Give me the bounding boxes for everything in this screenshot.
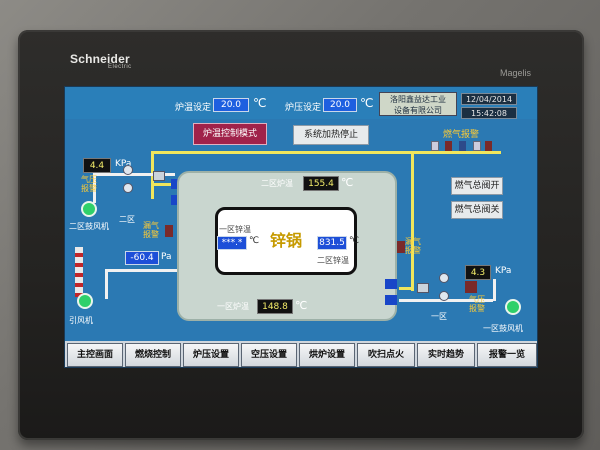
company-line-1: 洛阳鑫益达工业 [390, 95, 446, 104]
exhaust-pipe [105, 269, 177, 272]
furnace-setpoint-input[interactable]: 20.0 [213, 98, 249, 112]
top-bar [65, 87, 537, 119]
gas-valve-group [431, 139, 495, 153]
zone2-furnace-temp-label: 二区炉温 [261, 179, 293, 188]
zone2-furnace-temp-unit: ℃ [341, 176, 354, 189]
furnace-setpoint-unit: ℃ [253, 96, 267, 110]
nav-oven-drying-setting[interactable]: 烘炉设置 [299, 343, 355, 367]
zone2-pressure-value: 4.4 [83, 158, 111, 173]
zone1-gauge-icon [439, 291, 449, 301]
zone1-burner-icon [385, 295, 397, 305]
zone1-leak-alarm: 漏气报警 [405, 237, 421, 255]
zone1-blower-fan-icon [505, 299, 521, 315]
exhaust-pipe-vert [105, 269, 108, 299]
zone1-pressure-indicator-icon [465, 281, 477, 293]
zone1-burner-icon [385, 279, 397, 289]
gas-main-valve-open-button[interactable]: 燃气总阀开 [451, 177, 503, 195]
zone2-pressure-unit: KPa [115, 159, 132, 169]
gas-pipe-left-feed [151, 183, 175, 186]
gas-pipe-right-down [411, 151, 414, 291]
furnace-setpoint-label: 炉温设定 [175, 103, 212, 113]
zone1-pressure-unit: KPa [495, 266, 512, 276]
hmi-screen: 炉温设定 20.0 ℃ 炉压设定 20.0 ℃ 洛阳鑫益达工业 设备有限公司 1… [64, 86, 538, 368]
zone2-gauge-icon [123, 183, 133, 193]
gas-alarm-label: 燃气报警 [443, 130, 480, 140]
air-pipe-zone2 [93, 173, 175, 176]
pressure-setpoint-input[interactable]: 20.0 [323, 98, 357, 112]
nav-furnace-pressure-setting[interactable]: 炉压设置 [183, 343, 239, 367]
zone1-furnace-temp-label: 一区炉温 [217, 302, 249, 311]
gas-valve-icon [445, 141, 452, 151]
zone1-label: 一区 [431, 312, 447, 321]
furnace-control-mode-button[interactable]: 炉温控制模式 [193, 123, 267, 145]
gas-pipe-right-feed [399, 287, 413, 290]
time-display: 15:42:08 [461, 107, 517, 119]
zone2-furnace-temp-value: 155.4 [303, 176, 339, 191]
zone1-furnace-temp-unit: ℃ [295, 299, 308, 312]
nav-purge-ignition[interactable]: 吹扫点火 [357, 343, 415, 367]
zone1-zinc-temp-label: 一区锌温 [219, 225, 251, 234]
zone1-valve-icon [417, 283, 429, 293]
zone2-blower-fan-icon [81, 201, 97, 217]
zone2-leak-indicator-icon [165, 225, 173, 237]
zone1-leak-indicator-icon [397, 241, 405, 253]
gas-main-valve-close-button[interactable]: 燃气总阀关 [451, 201, 503, 219]
zone2-zinc-temp-label: 二区锌温 [317, 256, 349, 265]
zone1-blower-label: 一区鼓风机 [483, 324, 523, 333]
pressure-setpoint-unit: ℃ [360, 96, 374, 110]
induced-fan-pressure-value: -60.4 [125, 251, 159, 265]
zone1-pressure-alarm: 气压报警 [469, 295, 485, 313]
company-name-box: 洛阳鑫益达工业 设备有限公司 [379, 92, 457, 116]
date-display: 12/04/2014 [461, 93, 517, 105]
zinc-pot-label: 锌锅 [270, 231, 303, 250]
chimney-icon [75, 247, 83, 297]
gas-valve-icon [431, 141, 439, 151]
model-label: Magelis [500, 68, 532, 78]
zone1-pressure-value: 4.3 [465, 265, 491, 280]
pressure-setpoint-label: 炉压设定 [285, 103, 322, 113]
nav-realtime-trend[interactable]: 实时趋势 [417, 343, 475, 367]
zone2-blower-label: 二区鼓风机 [69, 222, 109, 231]
gas-valve-icon [485, 141, 492, 151]
brand-logo: Schneider [70, 52, 130, 66]
nav-main-screen[interactable]: 主控画面 [67, 343, 123, 367]
induced-fan-label: 引风机 [69, 316, 93, 325]
zone2-gauge-icon [123, 165, 133, 175]
zone1-zinc-temp-value: ***.* [217, 236, 247, 250]
gas-pipe-top [151, 151, 501, 154]
nav-air-pressure-setting[interactable]: 空压设置 [241, 343, 297, 367]
zone2-zinc-temp-unit: ℃ [349, 236, 360, 246]
nav-combustion-control[interactable]: 燃烧控制 [125, 343, 181, 367]
nav-alarm-list[interactable]: 报警一览 [477, 343, 537, 367]
zone1-furnace-temp-value: 148.8 [257, 299, 293, 314]
gas-valve-icon [459, 141, 466, 151]
induced-fan-icon [77, 293, 93, 309]
zone2-pressure-alarm: 气压报警 [81, 175, 97, 193]
brand-sub-logo: Electric [108, 64, 132, 70]
company-line-2: 设备有限公司 [394, 106, 442, 115]
zone2-valve-icon [153, 171, 165, 181]
gas-valve-icon [473, 141, 481, 151]
air-pipe-zone2-vert [93, 173, 96, 203]
induced-fan-pressure-unit: Pa [161, 252, 172, 262]
air-pipe-zone1-vert [493, 279, 496, 301]
zone1-zinc-temp-unit: ℃ [249, 236, 260, 246]
heating-stop-button[interactable]: 系统加热停止 [293, 125, 369, 145]
zone2-label: 二区 [119, 215, 135, 224]
zone1-gauge-icon [439, 273, 449, 283]
zone2-leak-alarm: 漏气报警 [143, 221, 159, 239]
zone2-zinc-temp-value: 831.5 [317, 236, 347, 250]
